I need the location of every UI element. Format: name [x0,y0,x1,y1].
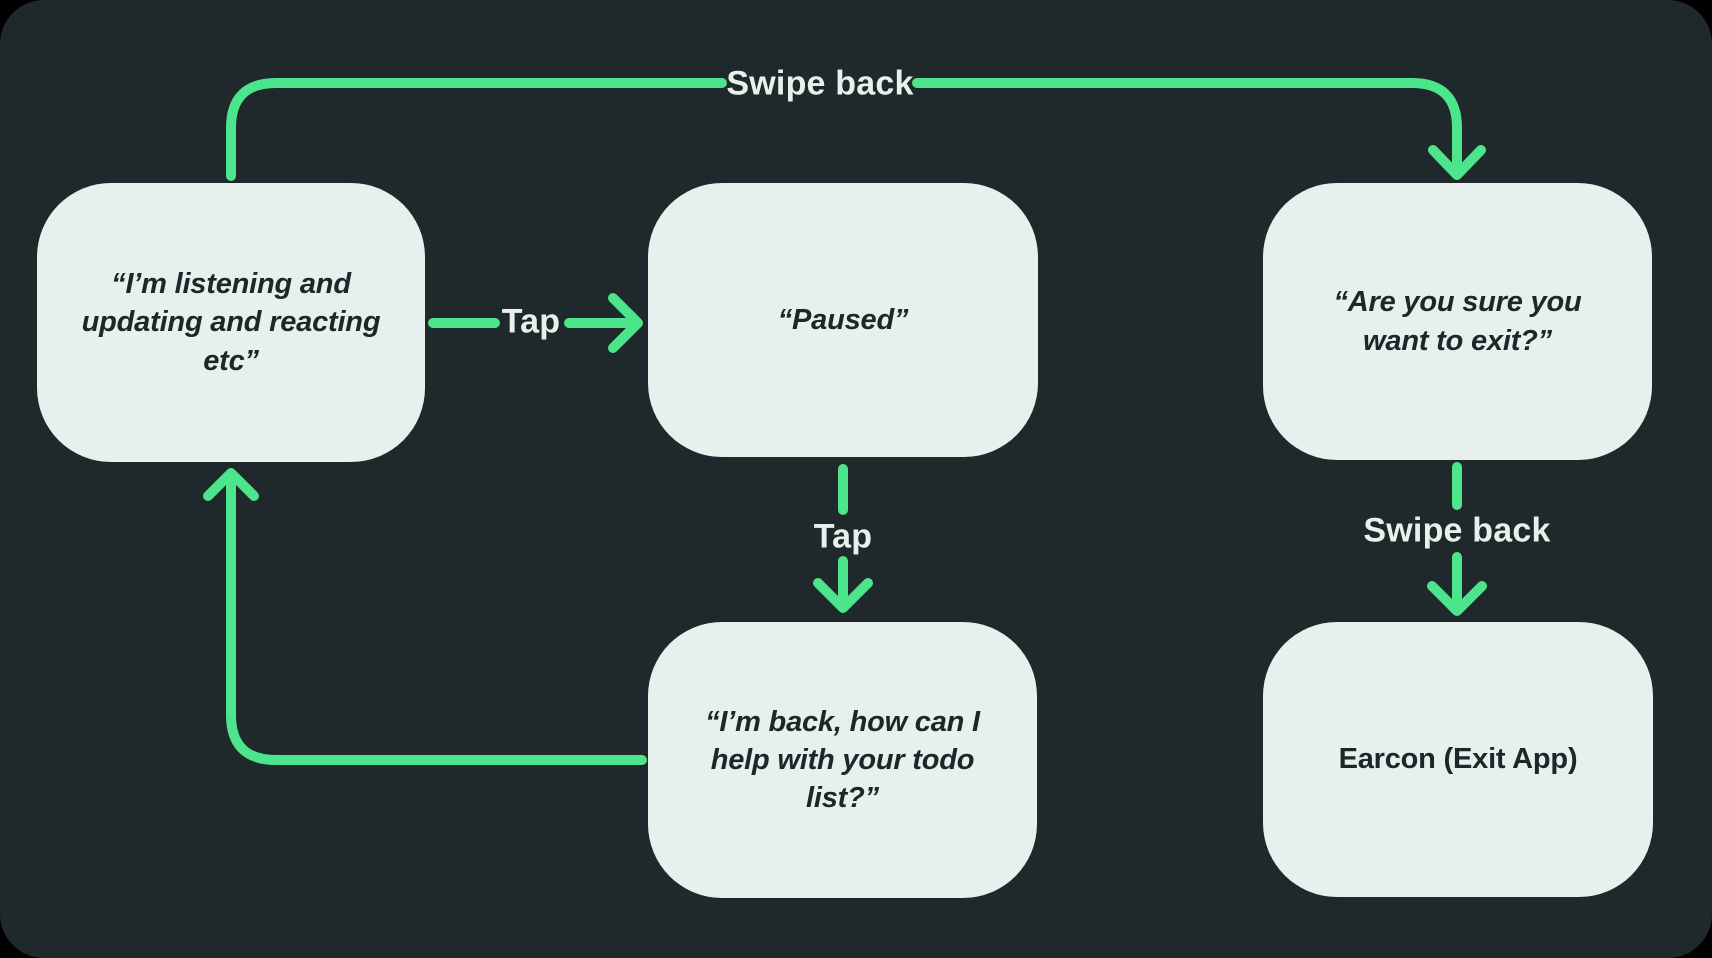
node-paused-label: “Paused” [777,303,909,336]
edge-label-swipe-back-top: Swipe back [726,64,914,103]
edge-swipe-back-to-exit-arrow [1427,462,1487,616]
node-earcon: Earcon (Exit App) [1263,622,1653,897]
node-listening-label: “I’m listening and updating and reacting… [81,268,381,377]
node-resume: “I’m back, how can I help with your todo… [648,622,1037,898]
edge-resume-to-listening-arrow [203,468,647,765]
node-resume-label: “I’m back, how can I help with your todo… [705,705,980,815]
node-confirm-exit-label: “Are you sure you want to exit?” [1333,286,1582,357]
edge-label-tap-to-pause: Tap [501,302,561,341]
node-paused: “Paused” [648,183,1038,457]
node-listening: “I’m listening and updating and reacting… [37,183,425,462]
edge-swipe-back-top-arrow [226,78,1486,181]
edge-tap-to-pause-arrow [428,293,643,353]
node-confirm-exit: “Are you sure you want to exit?” [1263,183,1652,460]
node-earcon-label: Earcon (Exit App) [1338,743,1578,776]
edge-tap-to-resume-arrow [813,464,873,613]
edge-label-swipe-back-to-exit: Swipe back [1363,511,1551,550]
edge-label-tap-to-resume: Tap [813,517,873,556]
